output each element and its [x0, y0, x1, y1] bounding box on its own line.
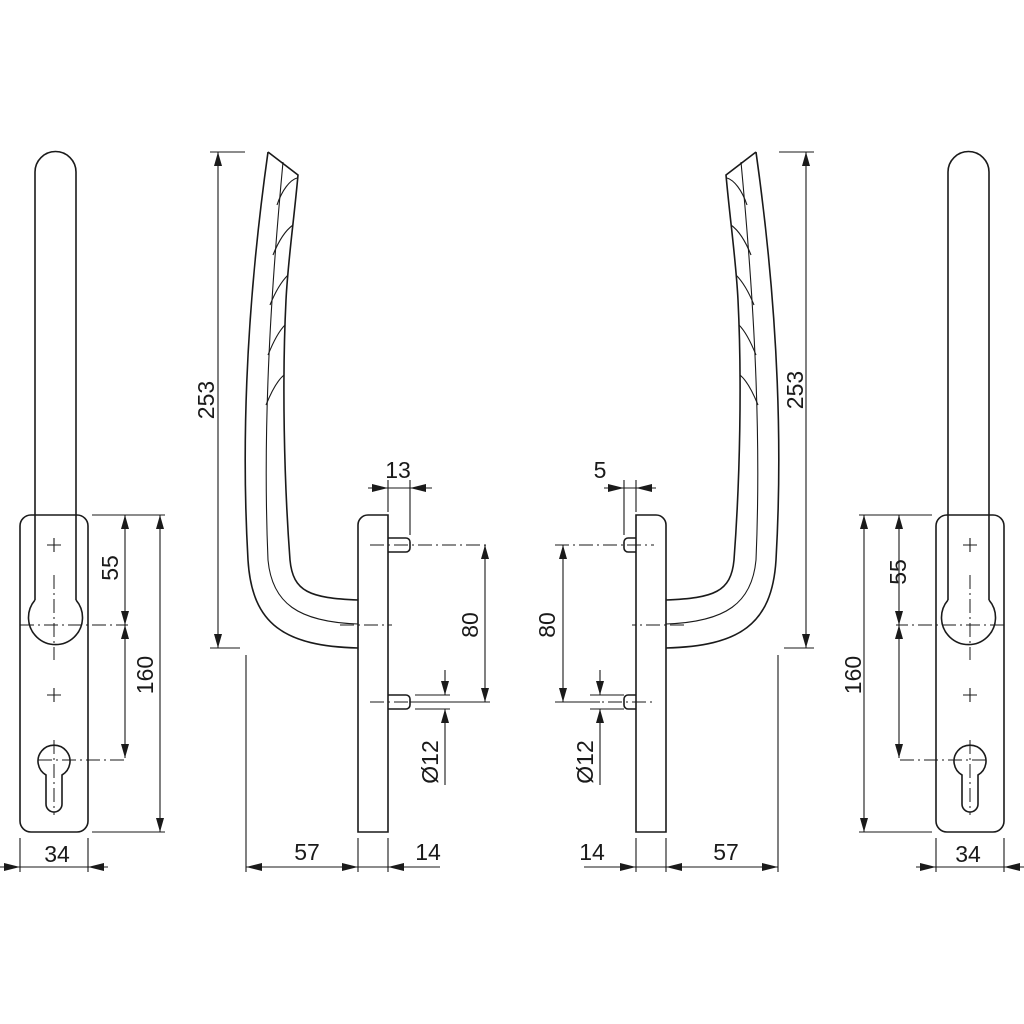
- left-handle-drawing: [0, 150, 441, 873]
- right-projection-label: 57: [713, 839, 739, 865]
- left-plate-depth-label: 14: [415, 839, 441, 865]
- right-plate-length-label: 160: [840, 656, 866, 694]
- left-pin-diameter-label: Ø12: [417, 740, 443, 783]
- left-pin-spacing-label: 80: [457, 612, 483, 638]
- right-upper-offset-label: 55: [885, 559, 911, 585]
- right-pin-spacing-label: 80: [534, 612, 560, 638]
- left-plate-length-label: 160: [132, 656, 158, 694]
- right-pin-offset-label: 5: [594, 457, 607, 483]
- left-upper-offset-label: 55: [97, 555, 123, 581]
- left-pin-offset-label: 13: [385, 457, 411, 483]
- right-plate-depth-label: 14: [579, 839, 605, 865]
- right-pins: [555, 480, 656, 785]
- right-plate-width-label: 34: [955, 841, 981, 867]
- right-height-label: 253: [782, 371, 808, 409]
- right-pin-diameter-label: Ø12: [572, 740, 598, 783]
- left-plate-width-label: 34: [44, 841, 70, 867]
- left-projection-label: 57: [294, 839, 320, 865]
- left-pins: [368, 480, 490, 785]
- left-height-label: 253: [193, 381, 219, 419]
- right-handle-drawing: [583, 150, 1024, 873]
